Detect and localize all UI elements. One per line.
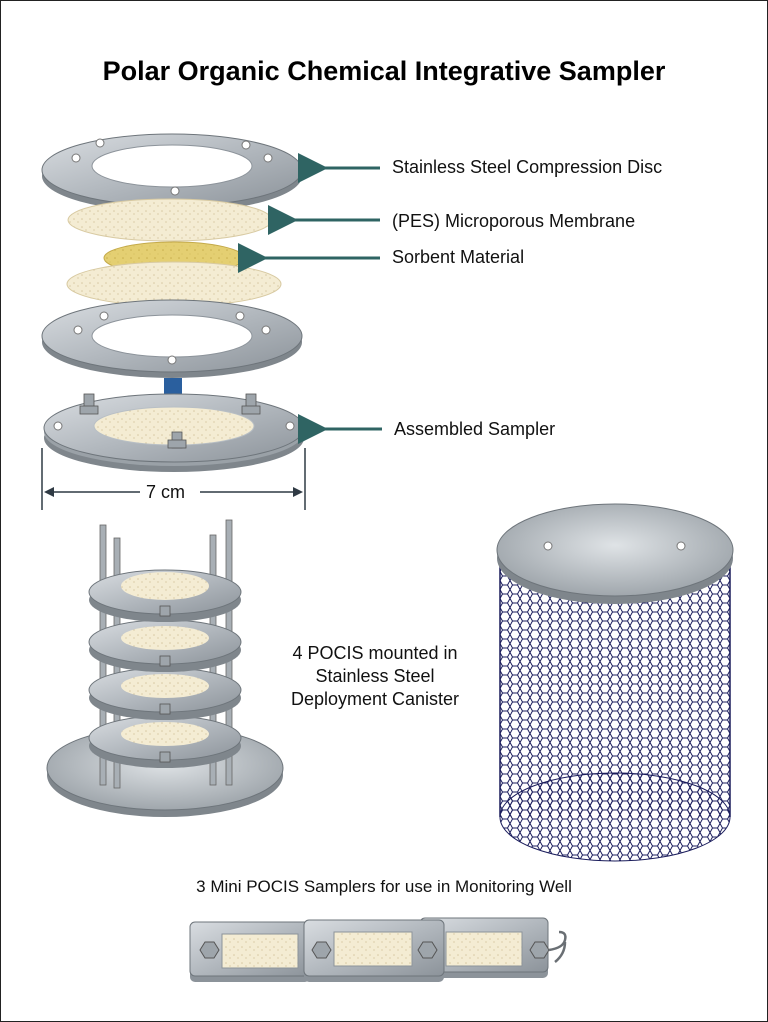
pes-membrane-top	[67, 198, 273, 242]
figure-title: Polar Organic Chemical Integrative Sampl…	[102, 56, 666, 86]
label-canister: 4 POCIS mounted in Stainless Steel Deplo…	[270, 642, 480, 711]
label-mini-pocis: 3 Mini POCIS Samplers for use in Monitor…	[196, 877, 572, 896]
pocis-stack	[46, 519, 284, 817]
label-canister-line3: Deployment Canister	[290, 689, 460, 709]
pes-membrane-bottom	[66, 261, 282, 307]
hook-icon	[548, 930, 567, 963]
label-canister-line2: Stainless Steel	[315, 666, 435, 686]
label-membrane: (PES) Microporous Membrane	[392, 211, 636, 231]
deployment-canister	[496, 503, 734, 862]
label-sorbent: Sorbent Material	[392, 247, 525, 267]
mini-pocis-samplers	[189, 917, 567, 982]
assembled-sampler	[43, 393, 305, 472]
compression-disc-bottom	[41, 299, 303, 378]
dimension-line	[41, 448, 306, 510]
label-dimension: 7 cm	[146, 482, 186, 502]
label-compression-disc: Stainless Steel Compression Disc	[392, 157, 663, 177]
compression-disc-top	[41, 133, 303, 212]
label-assembled: Assembled Sampler	[394, 419, 556, 439]
label-pointer-arrows	[238, 153, 382, 444]
label-canister-line1: 4 POCIS mounted in	[292, 643, 458, 663]
